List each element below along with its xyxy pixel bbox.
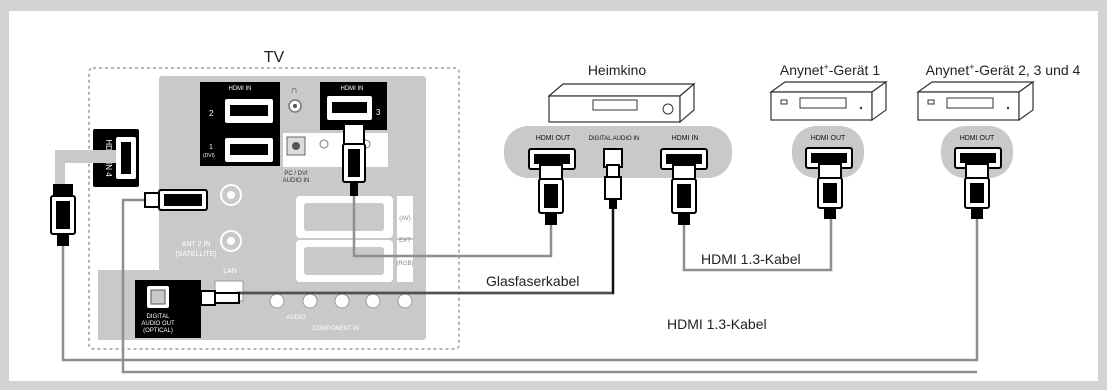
pc-dvi-label: PC / DVI [284,171,308,177]
anynet1-label: Anynet+-Gerät 1 [780,62,880,78]
hdmi-plug-heimkino-out [538,164,564,225]
anynet234-label: Anynet+-Gerät 2, 3 und 4 [926,62,1081,78]
headphone-jack[interactable]: ∩ [288,85,302,113]
hdmi-in-label: HDMI IN [229,86,252,92]
hdmi4-cable-vertical [55,150,65,188]
hdmi-cable-tv-anynet [121,207,977,374]
hdmi-plug-tv3 [342,123,366,196]
optical-label: (OPTICAL) [143,328,173,334]
port-num-1: 1 [209,144,213,151]
hdmi-in-3-block: HDMI IN 3 [320,82,387,130]
optical-plug-tv [200,290,240,306]
hdmi-plug-anynet1 [817,163,843,219]
optical-plug-heimkino [604,164,622,209]
hdmi-cable-heimkino-in-anynet1 [682,219,833,272]
anynet1-hdmi-out-label: HDMI OUT [811,135,846,142]
heimkino-hdmi-in-label: HDMI IN [672,135,699,142]
component-panel [258,287,414,333]
ant-jack-1[interactable] [220,184,242,206]
hdmi-cable-tv4-anynet234 [61,219,979,362]
hdmi-plug-heimkino-in [671,164,697,225]
hdmi-plug-tv4 [144,189,208,211]
port-num-2: 2 [209,109,214,118]
heimkino-label: Heimkino [588,62,647,78]
anynet1-device [769,80,888,122]
audio-out-label: AUDIO OUT [141,321,175,327]
hdmi13-kabel-upper-label: HDMI 1.3-Kabel [701,251,801,267]
hdmi-in-3-label: HDMI IN [341,86,364,92]
ant2-in-jack[interactable] [220,230,242,252]
av-label: (AV) [399,216,411,222]
hdmi-plug-anynet234 [964,163,990,219]
glasfaserkabel-label: Glasfaserkabel [486,273,579,289]
svg-text:∩: ∩ [290,85,297,96]
component-in-label: COMPONENT IN [313,326,360,332]
port-num-3: 3 [376,108,381,117]
port-dvi: (DVI) [203,153,215,159]
scart-rgb[interactable] [296,240,413,282]
digital-label: DIGITAL [147,314,171,320]
heimkino-device [547,82,696,124]
audio-in-label: AUDIO IN [283,178,310,184]
heimkino-digital-audio-in-label: DIGITAL AUDIO IN [589,136,640,142]
tv-label: TV [264,49,285,66]
anynet234-hdmi-out-label: HDMI OUT [960,135,995,142]
hdmi4-cable-stub [62,150,116,163]
scart-av[interactable] [296,196,413,238]
hdmi-cable-heimkino-out [352,196,553,258]
rgb-label: (RGB) [397,261,414,267]
component-jacks[interactable] [269,293,413,309]
audio-label: AUDIO [286,315,305,321]
hdmi13-kabel-lower-label: HDMI 1.3-Kabel [667,316,767,332]
satellite-label: (SATELLITE) [175,251,216,258]
ant2-in-label: ANT 2 IN [182,241,211,248]
heimkino-hdmi-out-label: HDMI OUT [536,135,571,142]
lan-label: LAN [223,268,237,275]
tv-outline [88,67,460,350]
ext-label: EXT [399,238,411,244]
hdmi-plug-left [50,184,76,246]
anynet234-device [916,80,1035,122]
cables [61,196,979,374]
digital-audio-out-block: DIGITAL AUDIO OUT (OPTICAL) [135,280,201,338]
hdmi-in-2-1-block: HDMI IN 2 1 (DVI) [200,82,280,166]
